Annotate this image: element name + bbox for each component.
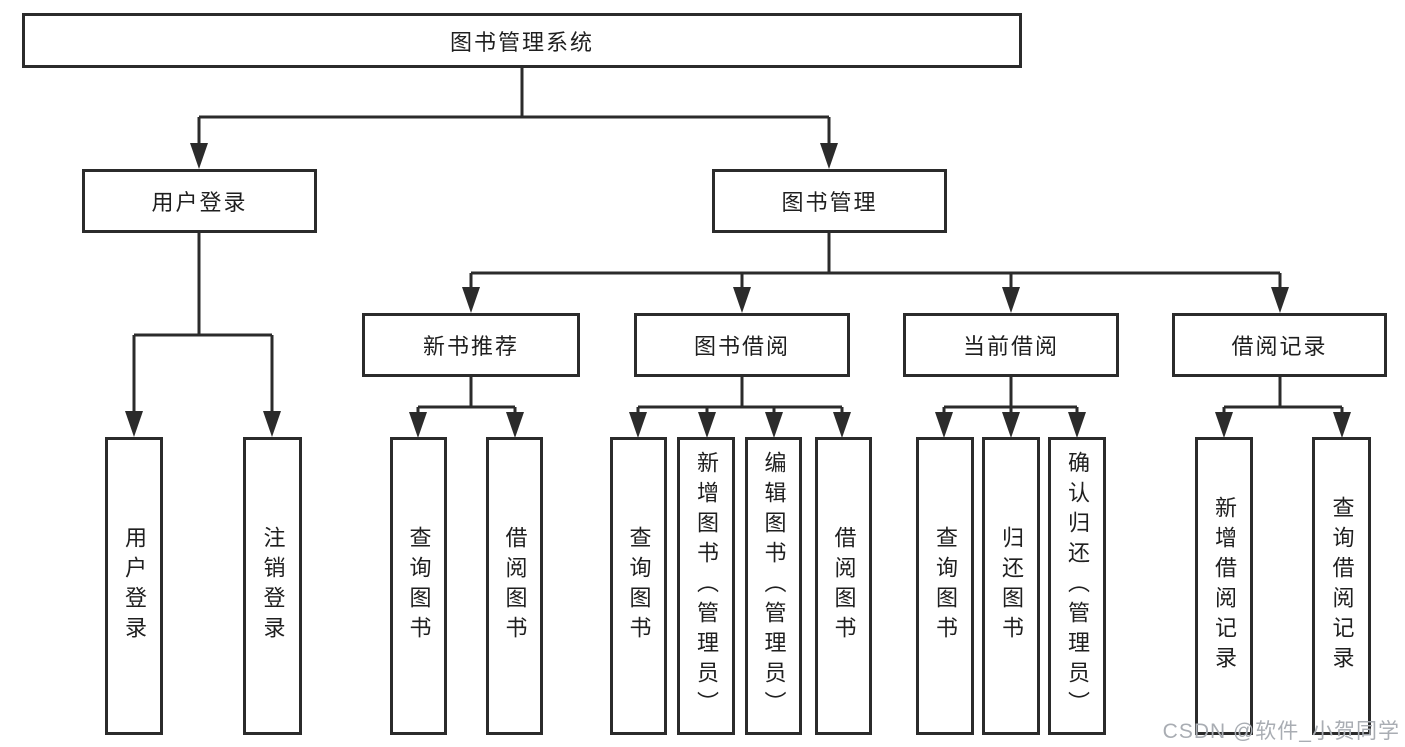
leaf-return-books-label: 归还图书 xyxy=(999,526,1024,646)
node-new-book-recommend-label: 新书推荐 xyxy=(422,334,519,359)
node-new-book-recommend: 新书推荐 xyxy=(362,313,580,377)
leaf-return-books: 归还图书 xyxy=(982,437,1040,735)
node-borrow-records-label: 借阅记录 xyxy=(1231,334,1328,359)
leaf-borrow-query-books: 查询图书 xyxy=(610,437,667,735)
node-book-management-label: 图书管理 xyxy=(781,190,878,215)
node-book-borrow: 图书借阅 xyxy=(634,313,850,377)
leaf-logout-label: 注销登录 xyxy=(260,526,286,646)
leaf-add-borrow-record-label: 新增借阅记录 xyxy=(1212,496,1237,676)
leaf-logout: 注销登录 xyxy=(243,437,302,735)
node-user-login-branch: 用户登录 xyxy=(82,169,317,233)
node-current-borrow: 当前借阅 xyxy=(903,313,1119,377)
leaf-add-book-admin-label: 新增图书（管理员） xyxy=(694,451,719,721)
leaf-confirm-return-admin: 确认归还（管理员） xyxy=(1048,437,1106,735)
leaf-query-borrow-record: 查询借阅记录 xyxy=(1312,437,1371,735)
leaf-user-login-label: 用户登录 xyxy=(122,526,147,646)
leaf-recommend-borrow-books-label: 借阅图书 xyxy=(502,526,528,646)
leaf-borrow-query-books-label: 查询图书 xyxy=(626,526,652,646)
leaf-confirm-return-admin-label: 确认归还（管理员） xyxy=(1065,451,1090,721)
leaf-add-borrow-record: 新增借阅记录 xyxy=(1195,437,1253,735)
leaf-borrow-books-label: 借阅图书 xyxy=(831,526,857,646)
node-book-borrow-label: 图书借阅 xyxy=(693,334,790,359)
node-user-login-branch-label: 用户登录 xyxy=(151,190,248,215)
node-library-system-label: 图书管理系统 xyxy=(449,29,594,55)
leaf-current-query-books-label: 查询图书 xyxy=(933,526,958,646)
csdn-watermark: CSDN @软件_小贺同学 xyxy=(1162,720,1400,743)
leaf-user-login: 用户登录 xyxy=(105,437,163,735)
node-book-management: 图书管理 xyxy=(712,169,947,233)
leaf-current-query-books: 查询图书 xyxy=(916,437,974,735)
node-current-borrow-label: 当前借阅 xyxy=(962,334,1059,359)
leaf-add-book-admin: 新增图书（管理员） xyxy=(677,437,735,735)
connector-arrows-graphic xyxy=(125,143,1351,438)
node-borrow-records: 借阅记录 xyxy=(1172,313,1387,377)
leaf-query-borrow-record-label: 查询借阅记录 xyxy=(1329,496,1355,676)
leaf-recommend-query-books-label: 查询图书 xyxy=(406,526,432,646)
leaf-recommend-borrow-books: 借阅图书 xyxy=(486,437,543,735)
leaf-edit-book-admin-label: 编辑图书（管理员） xyxy=(761,451,787,721)
leaf-borrow-books: 借阅图书 xyxy=(815,437,872,735)
node-library-system: 图书管理系统 xyxy=(22,13,1022,68)
leaf-recommend-query-books: 查询图书 xyxy=(390,437,447,735)
leaf-edit-book-admin: 编辑图书（管理员） xyxy=(745,437,802,735)
